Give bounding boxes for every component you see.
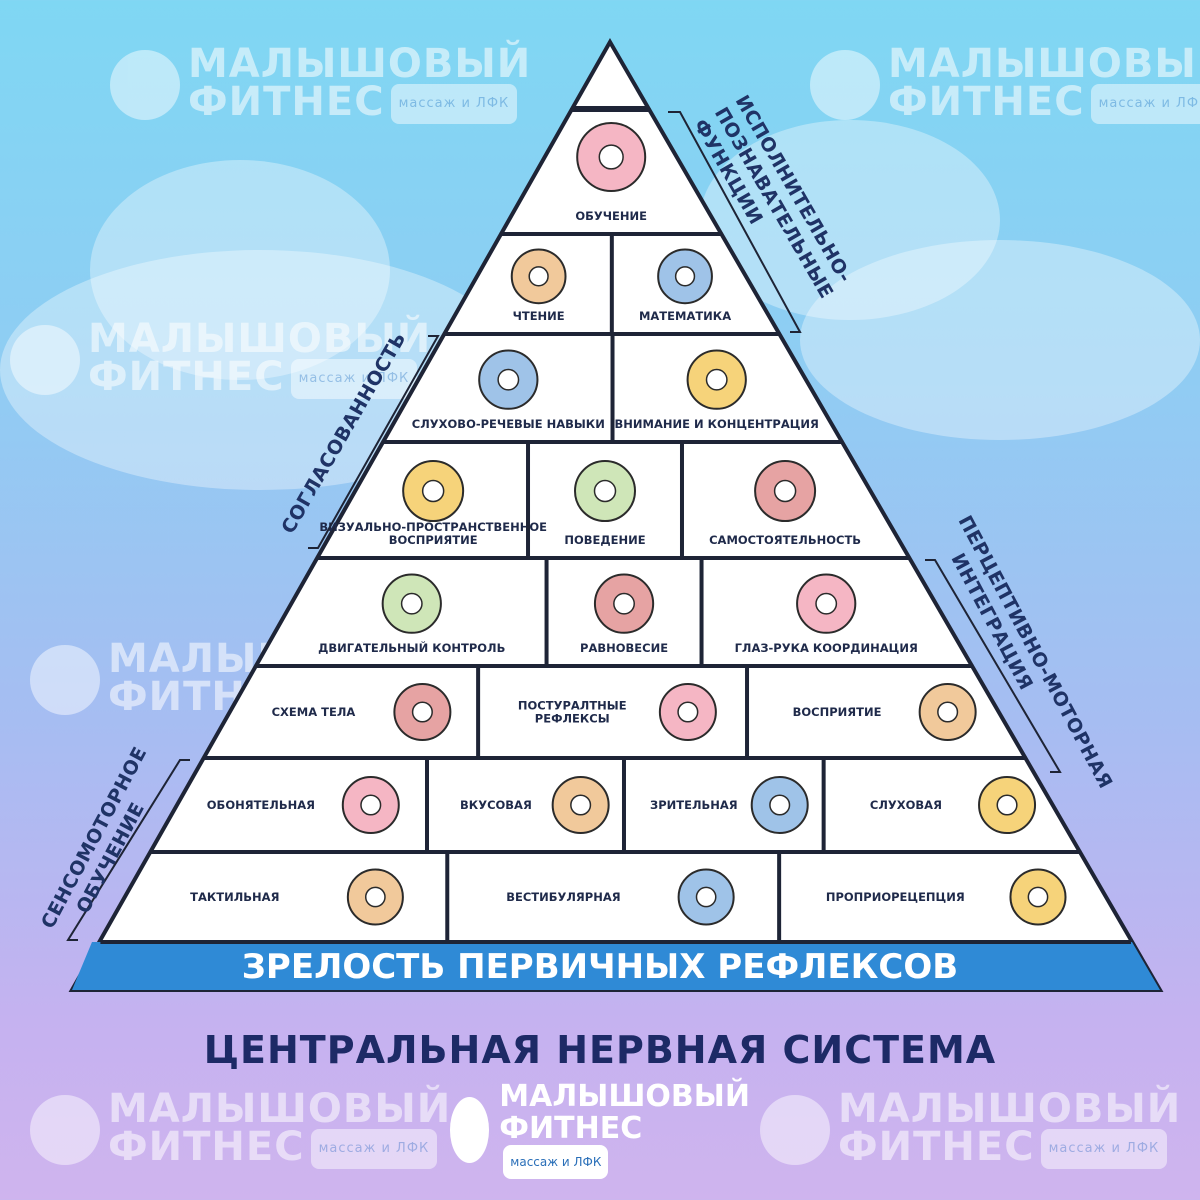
logo-hand-icon bbox=[450, 1097, 489, 1163]
watermark-line2: ФИТНЕС bbox=[838, 1124, 1035, 1170]
cell-label: ТАКТИЛЬНАЯ bbox=[190, 890, 279, 904]
cell-label: ВОСПРИЯТИЕ bbox=[793, 705, 882, 719]
watermark-line1: МАЛЫШОВЫЙ bbox=[108, 1090, 451, 1128]
ear-mouth-icon bbox=[479, 351, 537, 409]
cell-label: РАВНОВЕСИЕ bbox=[580, 641, 668, 655]
cell-label: ВКУСОВАЯ bbox=[460, 798, 532, 812]
baby-balance-icon bbox=[595, 575, 653, 633]
cell-label: СХЕМА ТЕЛА bbox=[272, 705, 356, 719]
cell-label: ДВИГАТЕЛЬНЫЙ КОНТРОЛЬ bbox=[318, 640, 505, 655]
footer-title: ЦЕНТРАЛЬНАЯ НЕРВНАЯ СИСТЕМА bbox=[0, 1028, 1200, 1072]
cell-label: ПРОПРИОРЕЦЕПЦИЯ bbox=[826, 890, 965, 904]
brand-logo: МАЛЫШОВЫЙ ФИТНЕСмассаж и ЛФК bbox=[450, 1085, 750, 1175]
arrows-icon bbox=[920, 684, 976, 740]
watermark-line1: МАЛЫШОВЫЙ bbox=[838, 1090, 1181, 1128]
logo-hand-icon bbox=[30, 1095, 100, 1165]
logo-line1: МАЛЫШОВЫЙ bbox=[499, 1081, 750, 1113]
foot-icon bbox=[660, 684, 716, 740]
eye-focus-icon bbox=[383, 575, 441, 633]
ear-icon bbox=[979, 777, 1035, 833]
cell-label: САМОСТОЯТЕЛЬНОСТЬ bbox=[709, 533, 861, 547]
cell-label: ВЕСТИБУЛЯРНАЯ bbox=[506, 890, 620, 904]
watermark-line2: ФИТНЕС bbox=[108, 1124, 305, 1170]
spiral-icon bbox=[679, 869, 734, 924]
pyramid-diagram: ЗРЕЛОСТЬ ПЕРВИЧНЫХ РЕФЛЕКСОВ ОБУЧЕНИЕ ЧТЕ… bbox=[0, 0, 1200, 1000]
math-board-icon bbox=[658, 249, 712, 303]
fist-icon bbox=[755, 461, 815, 521]
cell-label: ОБОНЯТЕЛЬНАЯ bbox=[207, 798, 315, 812]
warning-smile-icon bbox=[688, 351, 746, 409]
cell-label: ЧТЕНИЕ bbox=[513, 309, 565, 323]
watermark-tag: массаж и ЛФК bbox=[311, 1129, 438, 1169]
cell-label: ВНИМАНИЕ И КОНЦЕНТРАЦИЯ bbox=[615, 417, 819, 431]
logo-tag: массаж и ЛФК bbox=[503, 1145, 608, 1179]
cube-icon bbox=[403, 461, 463, 521]
cell-label: СЛУХОВАЯ bbox=[870, 798, 942, 812]
watermark-tag: массаж и ЛФК bbox=[1041, 1129, 1168, 1169]
eye-icon bbox=[752, 777, 808, 833]
cell-label: СЛУХОВО-РЕЧЕВЫЕ НАВЫКИ bbox=[412, 417, 605, 431]
logo-line2: ФИТНЕС bbox=[499, 1111, 642, 1146]
base-label: ЗРЕЛОСТЬ ПЕРВИЧНЫХ РЕФЛЕКСОВ bbox=[242, 947, 958, 987]
cell-label: ГЛАЗ-РУКА КООРДИНАЦИЯ bbox=[735, 641, 918, 655]
tongue-icon bbox=[553, 777, 609, 833]
nose-icon bbox=[343, 777, 399, 833]
brain-icon bbox=[577, 123, 645, 191]
hand-icon bbox=[348, 869, 403, 924]
hands-icon bbox=[1010, 869, 1065, 924]
books-baby-icon bbox=[512, 249, 566, 303]
cell-label: ОБУЧЕНИЕ bbox=[575, 209, 647, 223]
baby-hands-icon bbox=[797, 575, 855, 633]
head-gear-icon bbox=[575, 461, 635, 521]
figure-icon bbox=[394, 684, 450, 740]
cell-label: ПОВЕДЕНИЕ bbox=[564, 533, 645, 547]
cell-label: МАТЕМАТИКА bbox=[639, 309, 731, 323]
cell-label: ЗРИТЕЛЬНАЯ bbox=[650, 798, 738, 812]
logo-hand-icon bbox=[760, 1095, 830, 1165]
